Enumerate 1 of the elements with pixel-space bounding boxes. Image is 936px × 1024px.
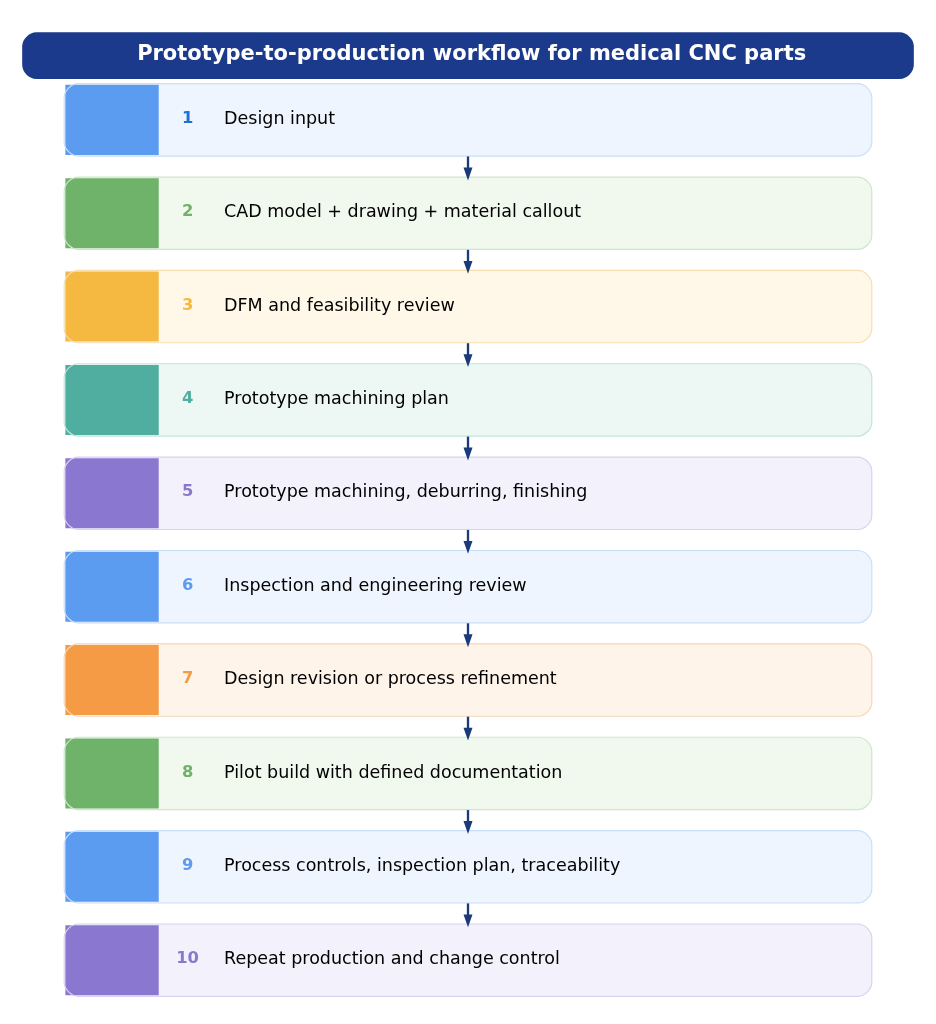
diagram-title: Prototype-to-production workflow for medical CNC parts <box>137 40 807 65</box>
